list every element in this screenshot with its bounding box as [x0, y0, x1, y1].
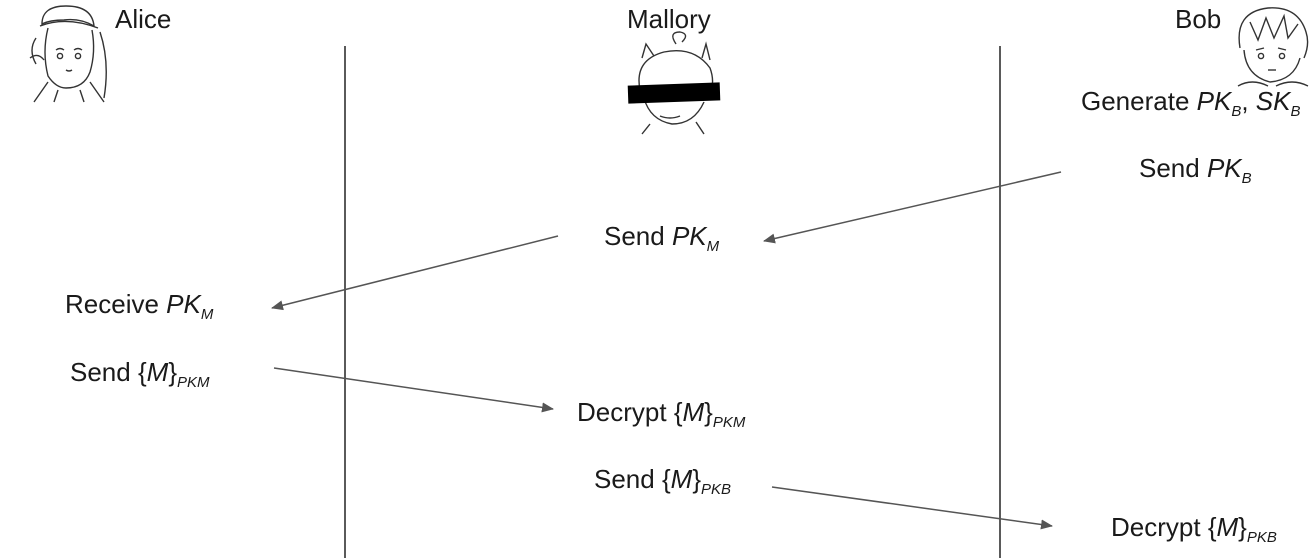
- step-bob-decrypt: Decrypt {M}PKB: [1111, 512, 1277, 546]
- bob-avatar-icon: [1237, 7, 1309, 87]
- step-bob-send-pkb: Send PKB: [1139, 153, 1252, 187]
- arrow-alice-to-mallory: [273, 367, 554, 413]
- alice-avatar-icon: [29, 5, 107, 103]
- actor-name-mallory: Mallory: [627, 4, 711, 34]
- step-mallory-send-encrypted: Send {M}PKB: [594, 464, 732, 498]
- mallory-avatar-icon: [627, 31, 721, 135]
- step-bob-generate: Generate PKB, SKB: [1081, 86, 1301, 120]
- actor-name-bob: Bob: [1175, 4, 1222, 34]
- step-mallory-send-pkm: Send PKM: [604, 221, 720, 255]
- arrow-mallory-to-bob: [771, 486, 1053, 530]
- lifeline-left: [344, 46, 346, 558]
- lifeline-right: [999, 46, 1001, 558]
- step-mallory-decrypt: Decrypt {M}PKM: [577, 397, 746, 431]
- step-alice-send-encrypted: Send {M}PKM: [70, 357, 210, 391]
- step-alice-receive-pkm: Receive PKM: [65, 289, 214, 323]
- arrow-mallory-to-alice: [271, 235, 559, 311]
- arrow-bob-to-mallory: [763, 171, 1062, 244]
- actor-name-alice: Alice: [115, 4, 172, 34]
